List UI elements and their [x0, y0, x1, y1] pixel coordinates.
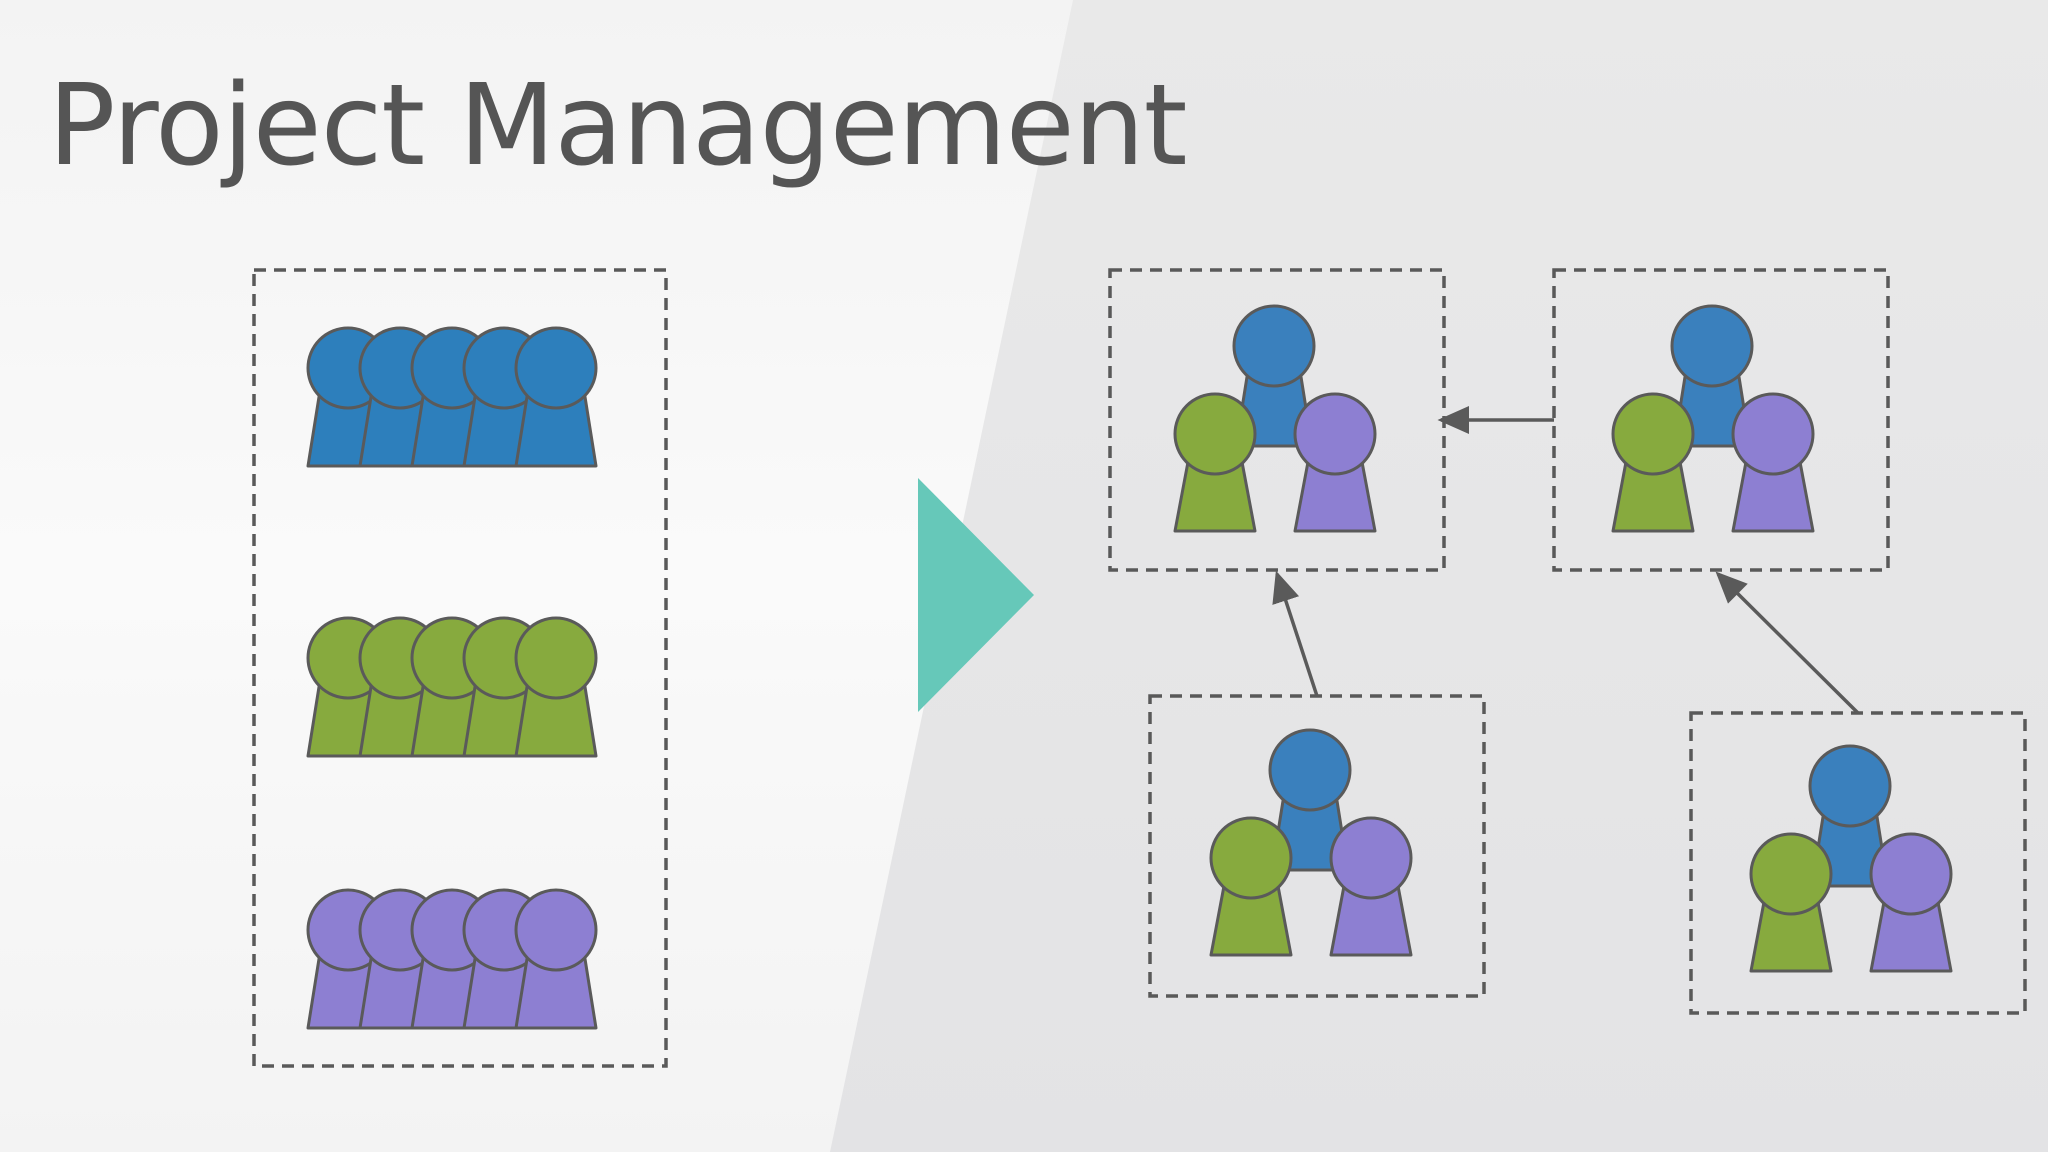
play-triangle-icon — [918, 478, 1034, 712]
green-team-row — [306, 616, 598, 758]
person-icon — [1329, 816, 1413, 957]
person-icon — [1731, 392, 1815, 533]
person-icon — [514, 888, 598, 1030]
person-icon — [1173, 392, 1257, 533]
project-team-2 — [1611, 304, 1815, 533]
slide-title: Project Management — [48, 61, 1188, 191]
person-icon — [1869, 832, 1953, 973]
person-icon — [1611, 392, 1695, 533]
person-icon — [1293, 392, 1377, 533]
person-icon — [514, 326, 598, 468]
person-icon — [1670, 304, 1754, 448]
project-team-1 — [1173, 304, 1377, 533]
blue-team-row — [306, 326, 598, 468]
project-team-4 — [1749, 744, 1953, 973]
person-icon — [514, 616, 598, 758]
person-icon — [1749, 832, 1833, 973]
person-icon — [1209, 816, 1293, 957]
functional-groups-box — [252, 268, 668, 1068]
arrow-icon — [1715, 571, 1860, 715]
arrow-icon — [1272, 570, 1319, 697]
purple-team-row — [306, 888, 598, 1030]
project-team-3 — [1209, 728, 1413, 957]
project-team-box-2 — [1552, 268, 1890, 572]
person-icon — [1808, 744, 1892, 888]
